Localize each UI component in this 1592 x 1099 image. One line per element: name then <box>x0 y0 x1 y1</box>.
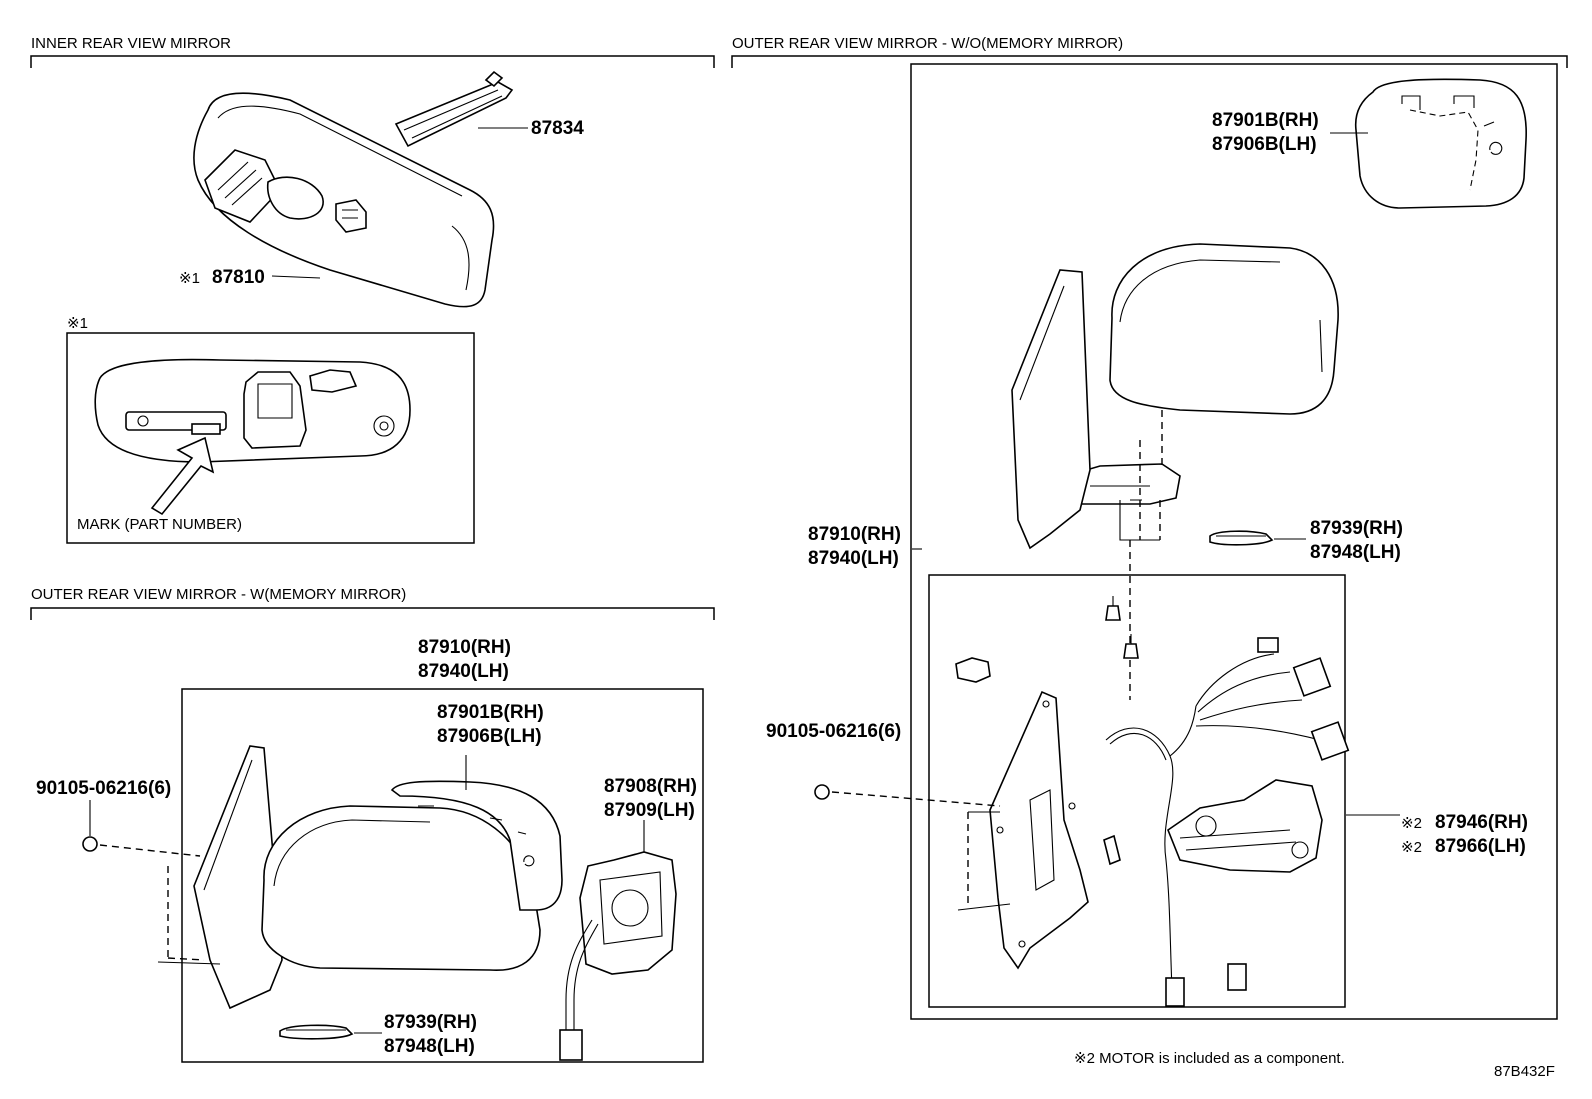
outer-wo-motor <box>1103 779 1323 873</box>
outer-wo-bracket <box>957 690 1089 970</box>
label-w-screw: 90105-06216(6) <box>36 778 171 799</box>
detail-mark-1: ※1 <box>67 315 88 332</box>
label-wo-screw: 90105-06216(6) <box>766 721 901 742</box>
label-87810-mark: ※1 <box>179 270 200 287</box>
section-frames <box>30 55 1568 1063</box>
label-wo-motor-mark-lh: ※2 <box>1401 839 1422 856</box>
footnote-motor: ※2 MOTOR is included as a component. <box>1074 1050 1345 1067</box>
outer-wo-clip <box>955 657 991 683</box>
label-w-lamp-lh: 87948(LH) <box>384 1036 475 1057</box>
label-87834: 87834 <box>531 118 584 139</box>
outer-wo-turn-lamp <box>1209 530 1274 546</box>
outer-wo-screw-90105 <box>814 784 1001 807</box>
label-wo-lamp-lh: 87948(LH) <box>1310 542 1401 563</box>
outer-w-motor <box>559 851 677 1061</box>
outer-w-screw-90105 <box>82 800 201 857</box>
label-w-lamp-rh: 87939(RH) <box>384 1012 477 1033</box>
inner-mirror-drawing <box>193 92 495 308</box>
label-wo-glass-lh: 87906B(LH) <box>1212 134 1317 155</box>
label-wo-assy-rh: 87910(RH) <box>808 524 901 545</box>
label-wo-motor-mark-rh: ※2 <box>1401 815 1422 832</box>
label-w-motor-lh: 87909(LH) <box>604 800 695 821</box>
label-w-assy-rh: 87910(RH) <box>418 637 511 658</box>
label-wo-motor-rh: 87946(RH) <box>1435 812 1528 833</box>
outer-wo-mirror-housing <box>1011 243 1339 700</box>
label-w-motor-rh: 87908(RH) <box>604 776 697 797</box>
figure-code: 87B432F <box>1494 1063 1555 1080</box>
label-w-assy-lh: 87940(LH) <box>418 661 509 682</box>
outer-wo-mirror-glass <box>1354 78 1527 209</box>
section-title-inner: INNER REAR VIEW MIRROR <box>31 35 231 52</box>
outer-wo-harness <box>1105 637 1350 1007</box>
outer-w-turn-lamp <box>279 1024 354 1040</box>
outer-w-door-patch <box>157 745 283 1010</box>
label-wo-lamp-rh: 87939(RH) <box>1310 518 1403 539</box>
section-title-outer-w: OUTER REAR VIEW MIRROR - W(MEMORY MIRROR… <box>31 586 406 603</box>
label-wo-motor-lh: 87966(LH) <box>1435 836 1526 857</box>
inner-mirror-back-detail <box>94 358 411 516</box>
bracket-87834-drawing <box>394 70 514 148</box>
section-title-outer-wo: OUTER REAR VIEW MIRROR - W/O(MEMORY MIRR… <box>732 35 1123 52</box>
label-87810: 87810 <box>212 267 265 288</box>
label-wo-glass-rh: 87901B(RH) <box>1212 110 1319 131</box>
leader-87810 <box>271 275 321 279</box>
label-w-glass-lh: 87906B(LH) <box>437 726 542 747</box>
outer-wo-screws <box>1105 596 1139 659</box>
label-w-glass-rh: 87901B(RH) <box>437 702 544 723</box>
outer-w-mirror-housing <box>261 805 541 971</box>
label-mark-part-number: MARK (PART NUMBER) <box>77 516 242 533</box>
label-wo-assy-lh: 87940(LH) <box>808 548 899 569</box>
outer-w-mirror-glass <box>390 780 563 911</box>
